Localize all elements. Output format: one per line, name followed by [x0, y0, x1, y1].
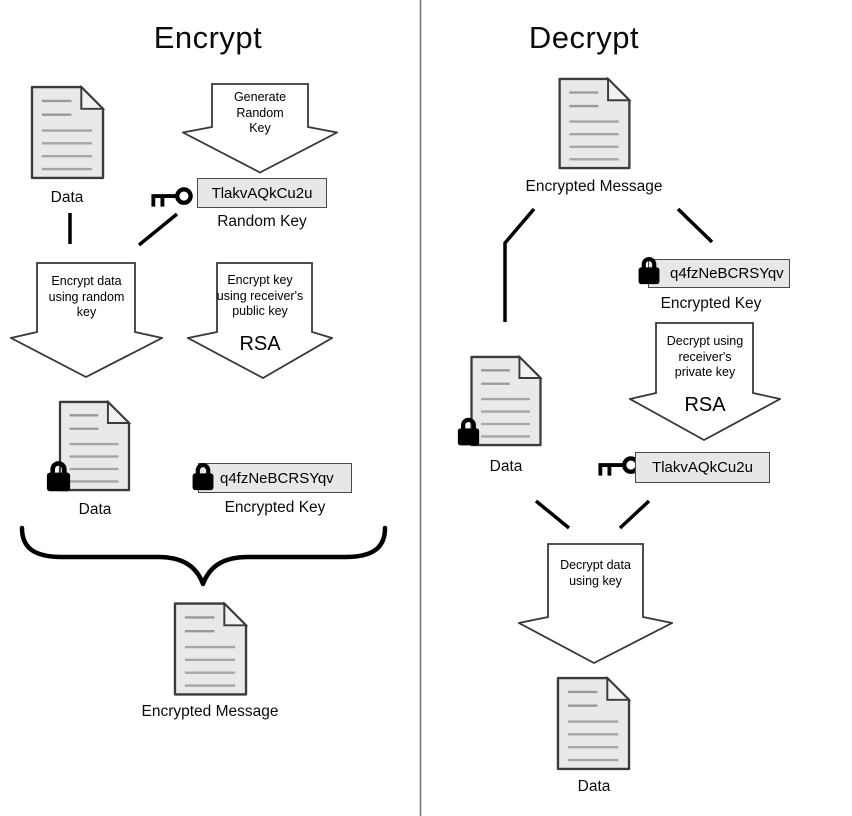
document-icon — [30, 85, 105, 180]
encrypted-key-label: Encrypted Key — [660, 295, 762, 312]
rsa-label-encrypt: RSA — [239, 333, 281, 355]
generate-key-arrow — [182, 83, 338, 174]
key-icon — [597, 455, 640, 479]
random-key-box: TlakvAQkCu2u — [197, 178, 327, 208]
merge-brace — [19, 525, 388, 587]
generate-key-arrow-text: Generate Random Key — [233, 90, 287, 135]
lock-icon — [456, 414, 481, 447]
rsa-label-decrypt: RSA — [684, 394, 726, 416]
connector-message-to-data — [503, 207, 536, 322]
connector-key-to-decrypt-arrow — [618, 499, 651, 530]
encrypt-key-arrow-text: Encrypt key using receiver's public key — [216, 273, 304, 318]
encrypted-data-label: Data — [489, 458, 523, 475]
connector-key-to-encrypt-arrow — [137, 212, 179, 247]
decrypt-key-arrow — [629, 322, 781, 441]
random-key-label: Random Key — [217, 213, 307, 230]
encrypt-data-arrow-text: Encrypt data using random key — [48, 274, 125, 319]
encrypted-key-box: q4fzNeBCRSYqv — [198, 463, 352, 493]
encrypted-message-label: Encrypted Message — [525, 178, 663, 195]
data-label: Data — [50, 189, 84, 206]
recovered-key-box: TlakvAQkCu2u — [635, 452, 770, 483]
lock-icon — [45, 457, 72, 493]
lock-icon — [191, 459, 215, 492]
decrypt-data-arrow-text: Decrypt data using key — [560, 558, 631, 588]
data-label: Data — [577, 778, 611, 795]
key-icon — [150, 186, 193, 210]
document-icon — [173, 601, 248, 697]
encrypted-key-label: Encrypted Key — [224, 499, 326, 516]
connector-message-to-encrypted-key — [676, 207, 714, 244]
lock-icon — [637, 253, 661, 286]
encrypt-data-arrow — [10, 262, 163, 378]
encrypted-data-label: Data — [78, 501, 112, 518]
document-icon — [556, 77, 633, 170]
document-icon — [556, 675, 631, 772]
encrypted-key-box: q4fzNeBCRSYqv — [648, 259, 790, 288]
encrypted-message-label: Encrypted Message — [141, 703, 279, 720]
decrypt-data-arrow — [518, 543, 673, 664]
encrypt-title: Encrypt — [153, 20, 263, 55]
decrypt-key-arrow-text: Decrypt using receiver's private key — [666, 334, 744, 379]
decrypt-title: Decrypt — [528, 20, 640, 55]
connector-data-to-decrypt-arrow — [534, 499, 571, 530]
encrypt-key-arrow — [187, 262, 333, 379]
